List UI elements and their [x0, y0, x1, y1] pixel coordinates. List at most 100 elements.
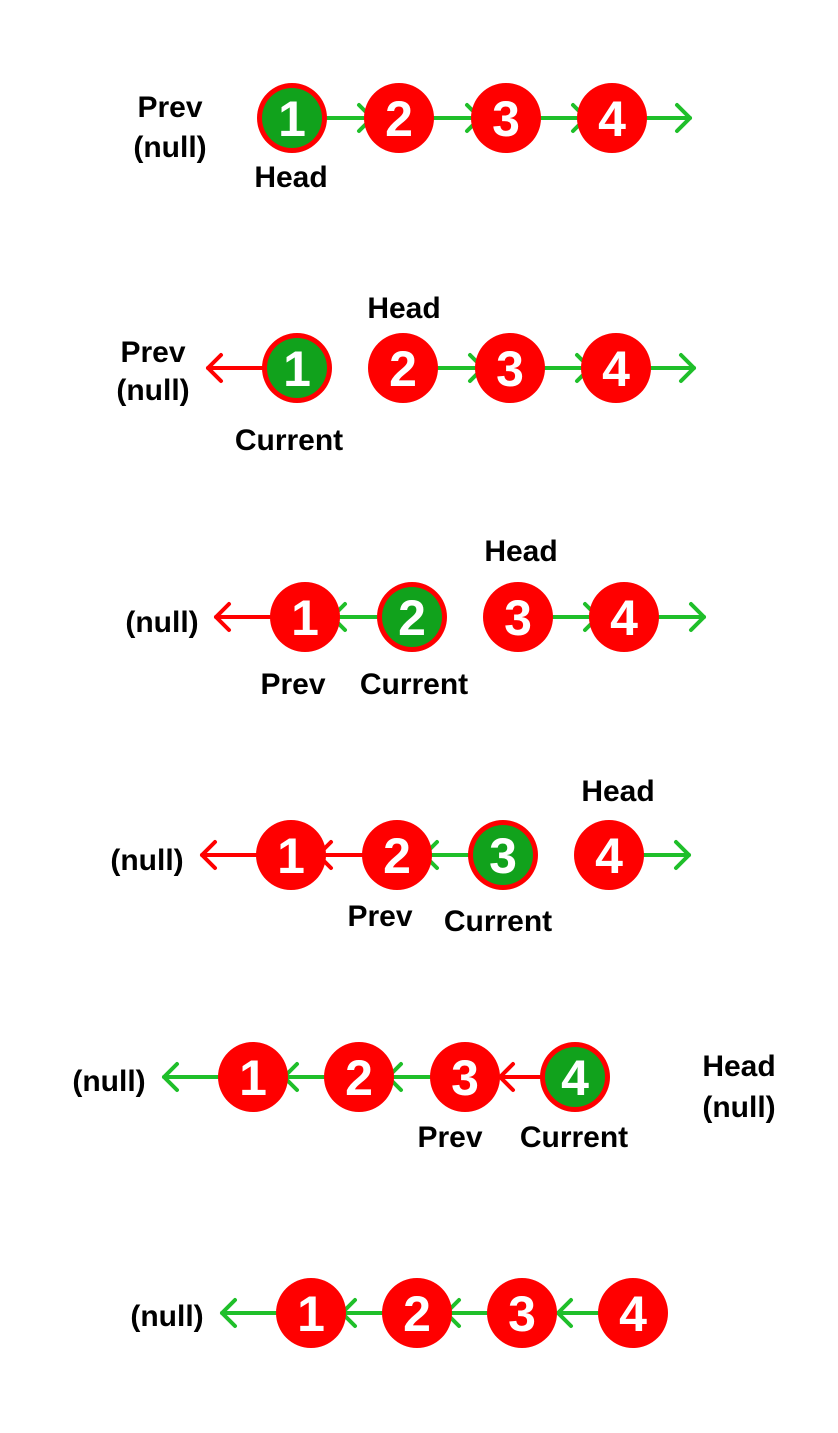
node-circle [368, 333, 438, 403]
node-value: 3 [492, 91, 520, 147]
arrow-head [674, 840, 691, 870]
node-1: 1 [218, 1042, 288, 1112]
node-4: 4 [574, 820, 644, 890]
node-2: 2 [368, 333, 438, 403]
node-circle [577, 83, 647, 153]
node-value: 4 [619, 1286, 647, 1342]
node-value: 3 [504, 590, 532, 646]
node-2: 2 [377, 582, 447, 652]
node-value: 4 [602, 341, 630, 397]
node-circle [270, 582, 340, 652]
node-2: 2 [362, 820, 432, 890]
node-value: 2 [389, 341, 417, 397]
node-circle [430, 1042, 500, 1112]
arrow-head [220, 1298, 237, 1328]
pointer-label: Head [581, 775, 654, 808]
node-1: 1 [257, 83, 327, 153]
pointer-label: Prev [417, 1121, 482, 1154]
pointer-label: (null) [116, 374, 189, 407]
arrow-head [206, 353, 223, 383]
arrow-head [679, 353, 696, 383]
arrow-head [214, 602, 231, 632]
pointer-label: Prev [347, 900, 412, 933]
node-circle [276, 1278, 346, 1348]
pointer-label: Current [360, 668, 468, 701]
pointer-label: Prev [120, 336, 185, 369]
pointer-label: (null) [702, 1091, 775, 1124]
node-circle [218, 1042, 288, 1112]
node-value: 1 [291, 590, 319, 646]
pointer-label: (null) [133, 131, 206, 164]
node-value: 1 [278, 91, 306, 147]
arrow-4 [644, 103, 692, 133]
node-circle [483, 582, 553, 652]
node-circle [598, 1278, 668, 1348]
node-value: 4 [595, 828, 623, 884]
arrow-4 [498, 1062, 542, 1092]
pointer-label: Head [484, 535, 557, 568]
node-value: 1 [297, 1286, 325, 1342]
node-1: 1 [270, 582, 340, 652]
arrow-head [200, 840, 217, 870]
current-node-highlight [267, 338, 327, 398]
node-circle [382, 1278, 452, 1348]
pointer-label: Head [254, 161, 327, 194]
node-value: 3 [451, 1050, 479, 1106]
arrow-4 [641, 840, 691, 870]
pointer-label: Current [520, 1121, 628, 1154]
node-circle [471, 83, 541, 153]
arrow-head [675, 103, 692, 133]
arrow-1 [162, 1062, 220, 1092]
node-2: 2 [382, 1278, 452, 1348]
arrow-2 [282, 1062, 326, 1092]
current-node-highlight [545, 1047, 605, 1107]
node-value: 2 [345, 1050, 373, 1106]
node-value: 2 [385, 91, 413, 147]
node-3: 3 [483, 582, 553, 652]
current-node-highlight [473, 825, 533, 885]
node-circle [581, 333, 651, 403]
node-3: 3 [475, 333, 545, 403]
node-3: 3 [468, 820, 538, 890]
arrow-3 [444, 1298, 489, 1328]
step-5: 1 2 3 4 (null) Head (null) Prev Current [72, 1042, 776, 1154]
node-value: 4 [561, 1050, 589, 1106]
node-value: 3 [508, 1286, 536, 1342]
current-node-highlight [382, 587, 442, 647]
arrow-3 [386, 1062, 432, 1092]
node-value: 4 [610, 590, 638, 646]
arrow-4 [648, 353, 696, 383]
node-4: 4 [577, 83, 647, 153]
node-3: 3 [487, 1278, 557, 1348]
arrow-2 [340, 1298, 384, 1328]
node-circle [324, 1042, 394, 1112]
node-4: 4 [589, 582, 659, 652]
node-circle [256, 820, 326, 890]
node-value: 1 [283, 341, 311, 397]
pointer-label: (null) [125, 606, 198, 639]
arrow-1 [214, 602, 272, 632]
arrow-1 [220, 1298, 278, 1328]
pointer-label: (null) [110, 844, 183, 877]
arrow-head [689, 602, 706, 632]
arrow-head [162, 1062, 179, 1092]
arrow-4 [556, 1298, 600, 1328]
current-node-highlight [262, 88, 322, 148]
pointer-label: (null) [72, 1065, 145, 1098]
pointer-label: Head [702, 1050, 775, 1083]
node-4: 4 [581, 333, 651, 403]
node-4: 4 [540, 1042, 610, 1112]
node-value: 2 [403, 1286, 431, 1342]
node-value: 3 [496, 341, 524, 397]
arrow-head [556, 1298, 573, 1328]
node-value: 2 [398, 590, 426, 646]
node-2: 2 [364, 83, 434, 153]
node-1: 1 [276, 1278, 346, 1348]
node-1: 1 [262, 333, 332, 403]
node-value: 2 [383, 828, 411, 884]
node-circle [574, 820, 644, 890]
